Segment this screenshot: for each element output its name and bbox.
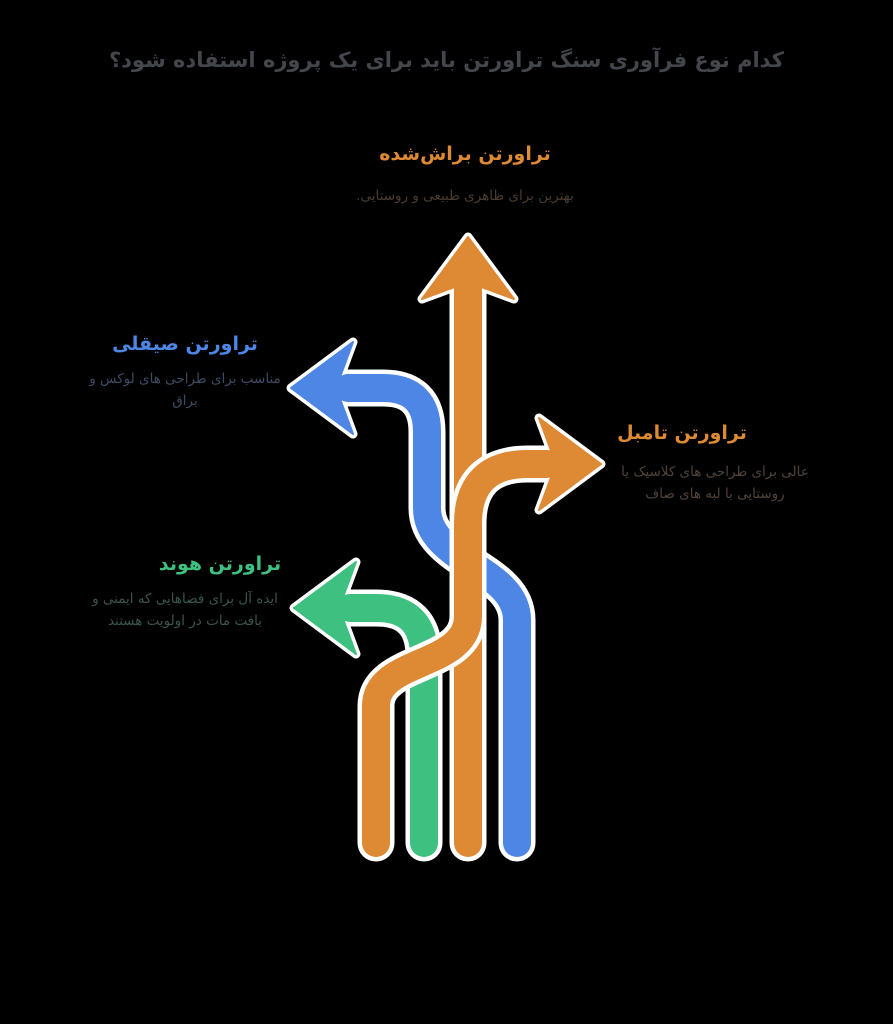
polished-arrow-head-icon <box>290 341 354 435</box>
branch-desc-tumbled-line2: روستایی با لبه های صاف <box>645 486 785 502</box>
branch-desc-honed: ایده آل برای فضاهایی که ایمنی و بافت مات… <box>60 588 310 632</box>
branch-block-honed: تراورتن هوند ایده آل برای فضاهایی که ایم… <box>60 552 310 632</box>
branch-desc-tumbled: عالی برای طراحی های کلاسیک یا روستایی با… <box>605 461 825 505</box>
branch-desc-brushed-line1: بهترین برای ظاهری طبیعی و روستایی. <box>356 188 574 204</box>
branch-desc-brushed: بهترین برای ظاهری طبیعی و روستایی. <box>290 185 640 207</box>
branch-desc-honed-line2: بافت مات در اولویت هستند <box>107 613 263 629</box>
page-title: کدام نوع فرآوری سنگ تراورتن باید برای یک… <box>108 48 785 72</box>
tumbled-arrow-head-icon <box>538 417 602 511</box>
branch-desc-polished: مناسب برای طراحی های لوکس و براق <box>60 368 310 412</box>
branch-label-brushed: تراورتن براش‌شده <box>379 143 551 165</box>
branch-desc-polished-line1: مناسب برای طراحی های لوکس و <box>89 371 281 387</box>
polished-arrow <box>286 337 536 862</box>
polished-arrow-shaft <box>334 374 531 857</box>
branch-block-polished: تراورتن صیقلی مناسب برای طراحی های لوکس … <box>60 332 310 412</box>
branch-desc-tumbled-line1: عالی برای طراحی های کلاسیک یا <box>621 464 809 480</box>
branch-block-tumbled: تراورتن تامبل عالی برای طراحی های کلاسیک… <box>605 421 825 505</box>
brushed-arrow-head-icon <box>421 236 515 300</box>
branch-block-brushed: تراورتن براش‌شده بهترین برای ظاهری طبیعی… <box>290 142 640 207</box>
branch-label-polished: تراورتن صیقلی <box>112 333 258 355</box>
branch-label-tumbled: تراورتن تامبل <box>617 422 747 444</box>
tumbled-arrow-shaft <box>362 450 561 857</box>
tumbled-arrow <box>357 413 606 862</box>
branch-desc-polished-line2: براق <box>172 393 198 409</box>
branch-label-honed: تراورتن هوند <box>158 553 282 575</box>
branch-desc-honed-line1: ایده آل برای فضاهایی که ایمنی و <box>92 591 278 607</box>
honed-arrow-head-icon <box>293 561 357 655</box>
